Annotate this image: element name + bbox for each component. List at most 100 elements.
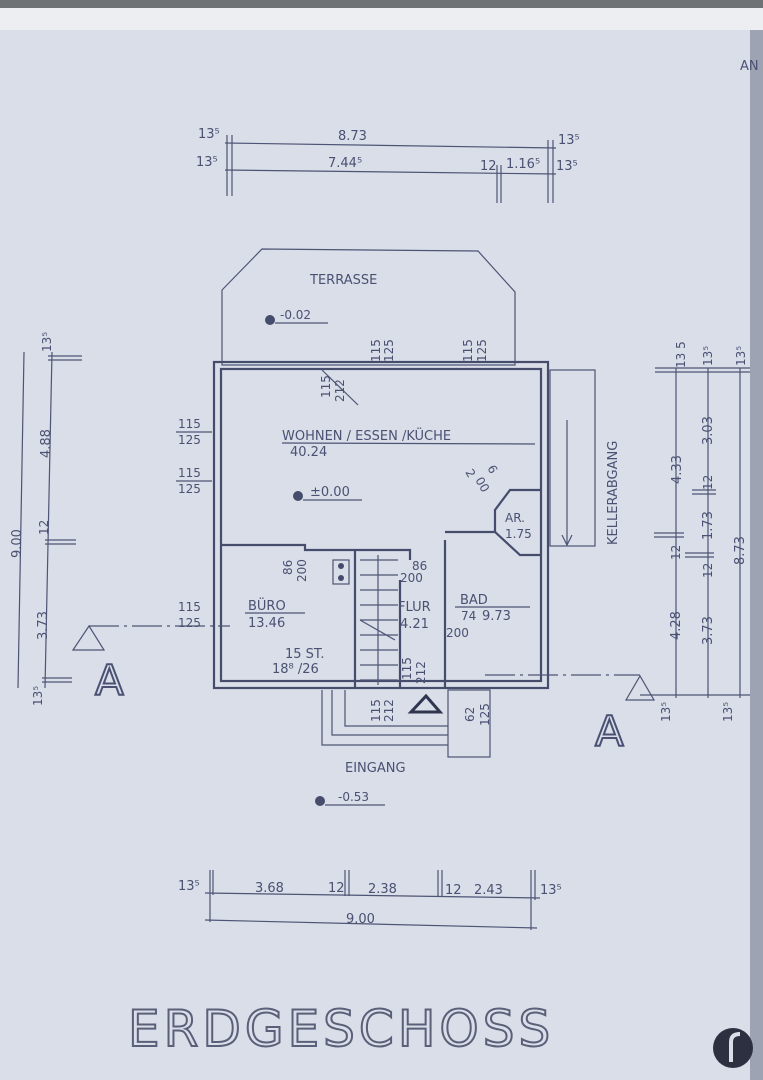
room-area: 1.75 (505, 527, 532, 541)
level-label: -0.02 (280, 308, 311, 322)
dim-label: 13⁵ (659, 702, 673, 722)
room-area: 40.24 (290, 445, 327, 460)
section-marker-left: A (71, 624, 230, 706)
door-width: 74 (461, 609, 476, 623)
opening-label: 212 (382, 699, 396, 722)
room-name: FLUR (398, 600, 431, 615)
opening-label: 115 (461, 339, 475, 362)
dim-label: 13⁵ (558, 133, 580, 148)
level-marker-icon (293, 491, 303, 501)
opening-label: 125 (178, 482, 201, 496)
opening-label: 115 (369, 339, 383, 362)
corner-text: AN (740, 59, 759, 74)
dimension-right: 13 5 4.33 12 4.28 13⁵ 13⁵ 3.03 12 1.73 1… (640, 341, 750, 722)
drawing-title: ERDGESCHOSS (128, 1000, 554, 1058)
dim-label: 8.73 (733, 536, 748, 565)
opening-label: 212 (414, 661, 428, 684)
dimension-bottom: 13⁵ 3.68 12 2.38 12 2.43 13⁵ 9.00 (178, 870, 562, 930)
opening-label: 115 (319, 375, 333, 398)
scan-top-edge (0, 0, 763, 8)
entrance: 115 212 62 125 EINGANG -0.53 (315, 689, 492, 806)
dim-label: 3.68 (255, 881, 284, 896)
opening-label: 62 (463, 707, 477, 722)
dim-label: 12 (445, 883, 462, 898)
opening-label: 115 (178, 417, 201, 431)
window-labels-left: 115 125 115 125 115 125 (176, 417, 212, 630)
room-area: 13.46 (248, 616, 285, 631)
section-label: A (95, 656, 124, 705)
opening-label: 86 (281, 560, 295, 575)
basement-stair-label: KELLERABGANG (606, 441, 621, 545)
dim-label: 4.28 (669, 611, 684, 640)
dim-label: 2.43 (474, 883, 503, 898)
dim-label: 13⁵ (196, 155, 218, 170)
dim-label: 4.33 (670, 455, 685, 484)
level-marker-icon (315, 796, 325, 806)
room-flur: FLUR 4.21 86 200 115 212 (398, 559, 431, 684)
section-label: A (595, 707, 624, 756)
dim-label: 13⁵ (540, 883, 562, 898)
dim-label: 3.03 (701, 416, 716, 445)
opening-label: 125 (382, 339, 396, 362)
dim-label: 13⁵ (40, 332, 54, 352)
dim-label: 12 (669, 545, 683, 560)
opening-label: 125 (178, 433, 201, 447)
opening-label: 200 (295, 559, 309, 582)
dim-label: 3.73 (701, 616, 716, 645)
room-name: AR. (505, 511, 525, 525)
opening-label: 115 (400, 657, 414, 680)
opening-label: 212 (333, 379, 347, 402)
scan-right-edge (750, 30, 763, 1080)
opening-label: 115 (369, 699, 383, 722)
entrance-arrow-icon (407, 693, 444, 714)
building-walls (212, 360, 550, 690)
dim-label: 3.73 (36, 611, 51, 640)
opening-label: 115 (178, 466, 201, 480)
dim-label: 13⁵ (734, 346, 748, 366)
opening-label: 200 (446, 626, 469, 640)
dim-label: 12 (701, 563, 715, 578)
dim-label: 1.73 (701, 511, 716, 540)
opening-label: 6 (484, 463, 500, 477)
level-label: -0.53 (338, 790, 369, 804)
dim-label: 2.38 (368, 882, 397, 897)
stair-ratio: 18⁸ /26 (272, 662, 319, 677)
room-ar: AR. 1.75 2 00 6 (462, 463, 531, 542)
dim-label: 13⁵ (31, 686, 45, 706)
dim-label: 13 5 (674, 341, 688, 368)
basement-stair: KELLERABGANG (549, 369, 621, 547)
dim-label: 12 (328, 881, 345, 896)
dim-label: 12 (701, 475, 715, 490)
opening-label: 00 (472, 475, 492, 495)
opening-label: 125 (475, 339, 489, 362)
dim-label: 13⁵ (721, 702, 735, 722)
dim-label: 9.00 (346, 912, 375, 927)
dim-label: 4.88 (39, 429, 54, 458)
scan-paper-strip (0, 8, 763, 30)
room-name: BAD (460, 593, 488, 608)
dim-label: 7.44⁵ (328, 156, 362, 171)
room-buero: BÜRO 13.46 15 ST. 18⁸ /26 86 200 (245, 559, 350, 677)
opening-label: 115 (178, 600, 201, 614)
opening-label: 125 (478, 703, 492, 726)
opening-label: 2 (462, 467, 478, 481)
dim-label: 9.00 (10, 529, 25, 558)
terrace-label: TERRASSE (309, 273, 377, 288)
room-area: 4.21 (400, 617, 429, 632)
dim-label: 13⁵ (198, 127, 220, 142)
dim-label: 12 (480, 159, 497, 174)
room-name: BÜRO (248, 597, 286, 614)
dim-label: 1.16⁵ (506, 157, 540, 172)
chimney-icon (332, 559, 350, 585)
stair-steps: 15 ST. (285, 647, 324, 662)
level-label: ±0.00 (310, 485, 350, 500)
dimension-left: 9.00 13⁵ 4.88 12 3.73 13⁵ (10, 332, 82, 706)
opening-label: 200 (400, 571, 423, 585)
room-name: WOHNEN / ESSEN /KÜCHE (282, 427, 451, 444)
staircase (359, 555, 398, 685)
level-marker-icon (265, 315, 275, 325)
terrace: TERRASSE -0.02 115 125 115 125 (221, 248, 516, 366)
dim-label: 12 (37, 520, 51, 535)
room-living: WOHNEN / ESSEN /KÜCHE 40.24 ±0.00 115 21… (281, 375, 536, 501)
logo-icon (713, 1028, 753, 1068)
